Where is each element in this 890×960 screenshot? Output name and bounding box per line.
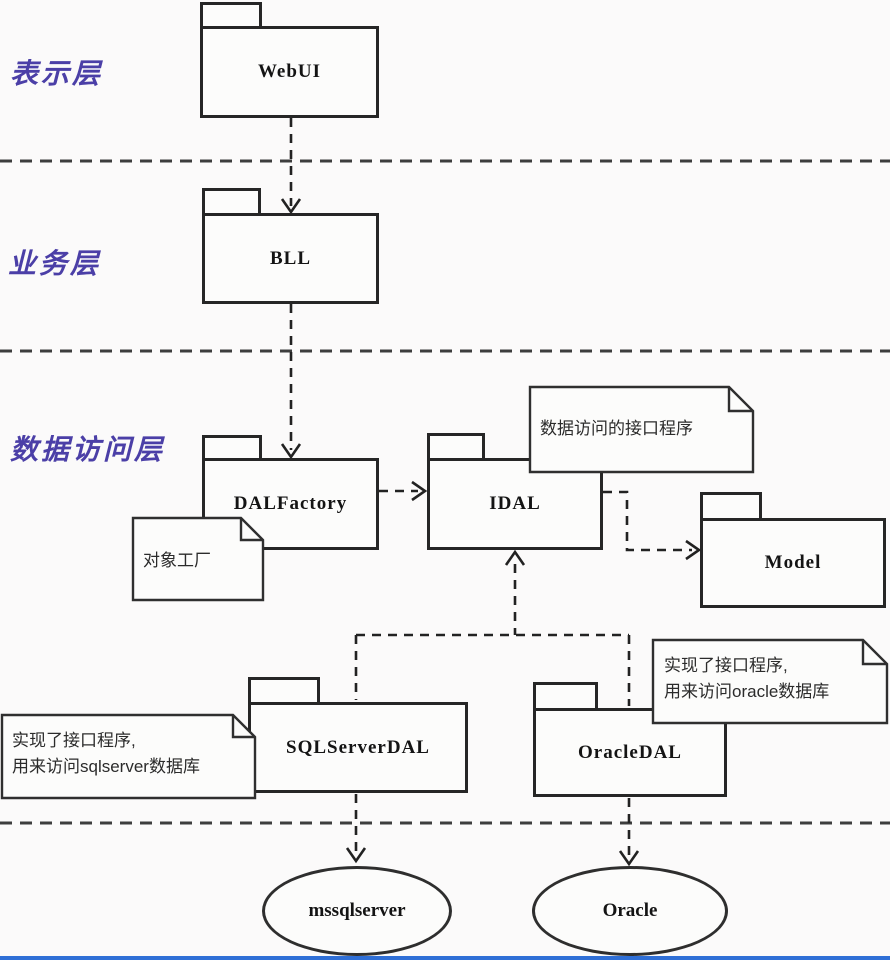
package-model-label: Model	[764, 552, 822, 573]
package-sqlserverdal-tab	[248, 677, 320, 705]
package-bll-tab	[202, 188, 261, 216]
package-idal-tab	[427, 433, 485, 461]
arrow-oracledal-to-oracle	[618, 798, 640, 867]
note-oracle-line1: 实现了接口程序,	[664, 656, 788, 675]
note-sqlserver-line2: 用来访问sqlserver数据库	[12, 757, 200, 776]
arrow-webui-to-bll	[280, 118, 302, 215]
bottom-blue-bar	[0, 956, 890, 960]
note-factory-text: 对象工厂	[143, 551, 211, 570]
package-idal: IDAL	[427, 458, 603, 550]
note-idal-text: 数据访问的接口程序	[540, 419, 693, 438]
package-dalfactory-label: DALFactory	[233, 493, 348, 514]
arrow-bll-to-dalfactory	[280, 304, 302, 460]
database-oracle: Oracle	[532, 866, 728, 956]
package-oracledal: OracleDAL	[533, 708, 727, 797]
layer-label-data-access: 数据访问层	[10, 435, 166, 466]
package-webui: WebUI	[200, 26, 379, 118]
database-oracle-label: Oracle	[602, 900, 658, 921]
package-sqlserverdal-label: SQLServerDAL	[286, 736, 430, 758]
package-dalfactory: DALFactory	[202, 458, 379, 550]
database-mssqlserver: mssqlserver	[262, 866, 452, 956]
package-webui-label: WebUI	[257, 61, 322, 82]
package-sqlserverdal: SQLServerDAL	[248, 702, 468, 793]
note-oracle-line2: 用来访问oracle数据库	[664, 682, 830, 701]
database-mssqlserver-label: mssqlserver	[308, 900, 406, 921]
note-oracle-text: 实现了接口程序, 用来访问oracle数据库	[664, 653, 829, 705]
layer-label-business: 业务层	[8, 249, 102, 280]
package-model-tab	[700, 492, 762, 521]
arrow-sqlserverdal-to-mssqlserver	[345, 794, 367, 864]
package-bll: BLL	[202, 213, 379, 304]
arrow-idal-to-model	[603, 490, 702, 561]
package-oracledal-tab	[533, 682, 598, 711]
package-idal-label: IDAL	[489, 493, 541, 514]
package-model: Model	[700, 518, 886, 608]
arrow-dalfactory-to-idal	[379, 480, 428, 502]
package-oracledal-label: OracleDAL	[578, 741, 682, 763]
note-sqlserver-line1: 实现了接口程序,	[12, 731, 136, 750]
package-webui-tab	[200, 2, 262, 29]
package-bll-label: BLL	[269, 247, 312, 269]
layer-label-presentation: 表示层	[10, 59, 104, 90]
package-dalfactory-tab	[202, 435, 262, 461]
note-sqlserver-text: 实现了接口程序, 用来访问sqlserver数据库	[12, 728, 200, 780]
